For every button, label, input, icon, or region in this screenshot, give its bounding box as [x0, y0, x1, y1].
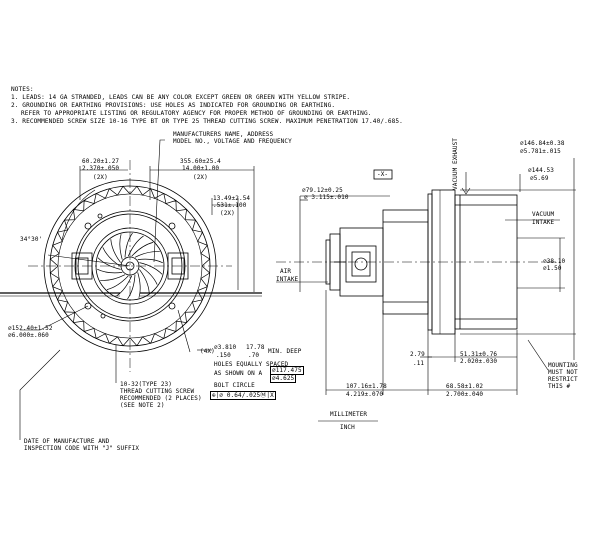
- notes-block: NOTES: 1. LEADS: 14 GA STRANDED, LEADS C…: [11, 86, 403, 126]
- dim-b-mm: 355.60±25.4: [180, 158, 221, 165]
- vacuum-exhaust-label: VACUUM EXHAUST: [452, 138, 459, 190]
- l4-mm: 68.58±1.02: [446, 383, 484, 390]
- dim-a-qty: (2X): [93, 174, 108, 181]
- vacuum-intake-2: INTAKE: [532, 219, 555, 226]
- l3-mm: 107.16±1.78: [346, 383, 387, 390]
- holes-depth-in: .70: [248, 352, 260, 359]
- unit-inch: INCH: [340, 424, 355, 431]
- note-line: 1. LEADS: 14 GA STRANDED, LEADS CAN BE A…: [11, 94, 351, 101]
- screw-label-2: THREAD CUTTING SCREW: [120, 388, 195, 395]
- datum-x: -X-: [377, 171, 389, 178]
- holes-dia-in: .150: [216, 352, 231, 359]
- angle-label: 34°30': [20, 236, 43, 243]
- dim-c-mm: 13.49±2.54: [213, 195, 251, 202]
- dim-b-in: 14.00±1.00: [182, 165, 220, 172]
- l1-in: .11: [413, 360, 425, 367]
- date-code-1: DATE OF MANUFACTURE AND: [24, 438, 110, 445]
- d3-mm: ⌀144.53: [528, 167, 554, 174]
- holes-depth-mm: 17.78: [246, 344, 265, 351]
- d4-mm: ⌀38.10: [543, 258, 566, 265]
- note-line: 2. GROUNDING OR EARTHING PROVISIONS: USE…: [11, 102, 336, 109]
- mounting-note-1: MOUNTING: [548, 362, 578, 369]
- screw-label-1: 10-32(TYPE 23): [120, 381, 172, 388]
- dim-a-in: 2.370±.050: [82, 165, 120, 172]
- front-dimensions: [19, 139, 255, 440]
- vacuum-intake-1: VACUUM: [532, 211, 555, 218]
- as-shown: AS SHOWN ON A: [214, 370, 263, 377]
- d2-mm: ⌀146.84±0.38: [520, 140, 565, 147]
- d1-mm: ⌀79.12±0.25: [302, 187, 343, 194]
- holes-min-deep: MIN. DEEP: [268, 348, 302, 355]
- date-code-2: INSPECTION CODE WITH "J" SUFFIX: [24, 445, 140, 452]
- front-view-motor: [0, 160, 262, 372]
- unit-millimeter: MILLIMETER: [330, 411, 368, 418]
- l2-mm: 51.31±0.76: [460, 351, 498, 358]
- mfr-label-1: MANUFACTURERS NAME, ADDRESS: [173, 131, 274, 138]
- side-dimensions: [276, 158, 576, 422]
- dim-a-mm: 60.20±1.27: [82, 158, 120, 165]
- bolt-circle-in: ⌀4.625: [270, 374, 297, 383]
- tolerance-frame: ⊕|⌀ 0.64/.025Ⓜ|X: [210, 391, 276, 400]
- dim-c-qty: (2X): [220, 210, 235, 217]
- l1-mm: 2.79: [410, 351, 425, 358]
- notes-heading: NOTES:: [11, 86, 34, 93]
- diameter-mm: ⌀152.40±1.52: [8, 325, 53, 332]
- l3-in: 4.219±.070: [346, 391, 384, 398]
- holes-qty: (4X): [200, 348, 215, 355]
- mfr-label-2: MODEL NO., VOLTAGE AND FREQUENCY: [173, 138, 292, 145]
- air-intake-1: AIR: [280, 268, 292, 275]
- mounting-note-2: MUST NOT: [548, 369, 578, 376]
- screw-label-3: RECOMMENDED (2 PLACES): [120, 395, 202, 402]
- holes-dia-mm: ⌀3.810: [214, 344, 237, 351]
- note-line: 3. RECOMMENDED SCREW SIZE 10-16 TYPE BT …: [11, 118, 403, 125]
- d4-in: ⌀1.50: [543, 265, 562, 272]
- holes-spaced: HOLES EQUALLY SPACED: [214, 361, 289, 368]
- l2-in: 2.020±.030: [460, 358, 498, 365]
- d2-in: ⌀5.781±.015: [520, 148, 561, 155]
- note-line: REFER TO APPROPRIATE LISTING OR REGULATO…: [21, 110, 372, 117]
- bolt-circle-label: BOLT CIRCLE: [214, 382, 255, 389]
- diameter-in: ⌀6.000±.060: [8, 332, 49, 339]
- dim-c-in: .531±.100: [213, 202, 247, 209]
- screw-label-4: (SEE NOTE 2): [120, 402, 165, 409]
- dim-b-qty: (2X): [193, 174, 208, 181]
- l4-in: 2.700±.040: [446, 391, 484, 398]
- d3-in: ⌀5.69: [530, 175, 549, 182]
- mounting-note-4: THIS #: [548, 383, 571, 390]
- air-intake-2: INTAKE: [276, 276, 299, 283]
- side-view-motor: [276, 169, 560, 335]
- mounting-note-3: RESTRICT: [548, 376, 578, 383]
- d1-in: ⌀ 3.115±.010: [304, 194, 349, 201]
